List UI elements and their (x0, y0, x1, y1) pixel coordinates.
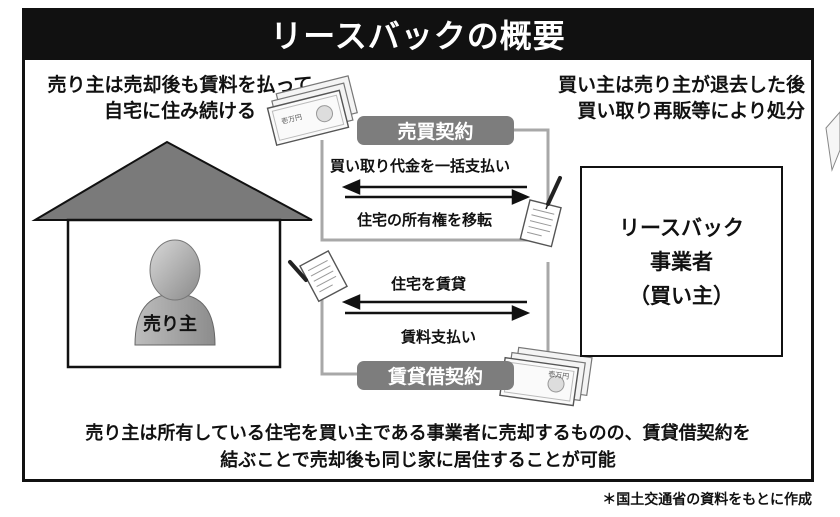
summary-line-2: 結ぶことで売却後も同じ家に居住することが可能 (220, 450, 616, 471)
summary-line-1: 売り主は所有している住宅を買い主である事業者に売却するものの、賃貸借契約を (85, 423, 751, 444)
contract-document-icon-2 (299, 250, 348, 303)
arrow-left-head-1 (341, 179, 361, 195)
seller-note-line-1: 売り主は売却後も賃料を払って (47, 74, 313, 96)
arrow-left-head-2 (341, 294, 361, 310)
lease-contract-label: 賃貸借契約 (357, 361, 514, 390)
business-label-line-2: 事業者 (650, 249, 713, 274)
arrow-right-head-1 (511, 189, 531, 205)
buyer-note: 買い主は売り主が退去した後 買い取り再販等により処分 (500, 72, 805, 124)
banknote-label-2: 壱万円 (548, 369, 570, 381)
summary-text: 売り主は所有している住宅を買い主である事業者に売却するものの、賃貸借契約を 結ぶ… (30, 420, 806, 474)
business-label-line-3: （買い主） (629, 283, 734, 308)
sale-upper-arrow-label: 買い取り代金を一括支払い (330, 157, 511, 175)
buyer-note-line-1: 買い主は売り主が退去した後 (557, 74, 805, 96)
contract-document-icon (519, 199, 562, 248)
pen-icon-2 (288, 260, 308, 282)
seller-note-line-2: 自宅に住み続ける (103, 100, 256, 122)
buyer-note-line-2: 買い取り再販等により処分 (577, 100, 805, 122)
arrow-right-head-2 (511, 305, 531, 321)
banknote-icon-2 (499, 346, 593, 407)
pen-icon (545, 176, 562, 210)
lease-lower-arrow-label: 賃料支払い (401, 328, 477, 346)
business-box: リースバック 事業者 （買い主） (580, 166, 783, 357)
pencil-icon (825, 111, 840, 172)
seller-label: 売り主 (143, 314, 197, 335)
sale-lower-arrow-label: 住宅の所有権を移転 (357, 211, 493, 229)
house-roof (31, 140, 313, 221)
sale-contract-label: 売買契約 (357, 116, 514, 145)
seller-figure-icon (134, 239, 216, 346)
diagram-title: リースバックの概要 (270, 17, 566, 55)
seller-note: 売り主は売却後も賃料を払って 自宅に住み続ける (30, 72, 330, 124)
banknote-icon (266, 75, 358, 147)
source-note: ＊国土交通省の資料をもとに作成 (602, 492, 812, 508)
lease-upper-arrow-label: 住宅を賃貸 (391, 275, 467, 293)
title-bar: リースバックの概要 (22, 8, 814, 60)
business-label-line-1: リースバック (619, 215, 744, 240)
